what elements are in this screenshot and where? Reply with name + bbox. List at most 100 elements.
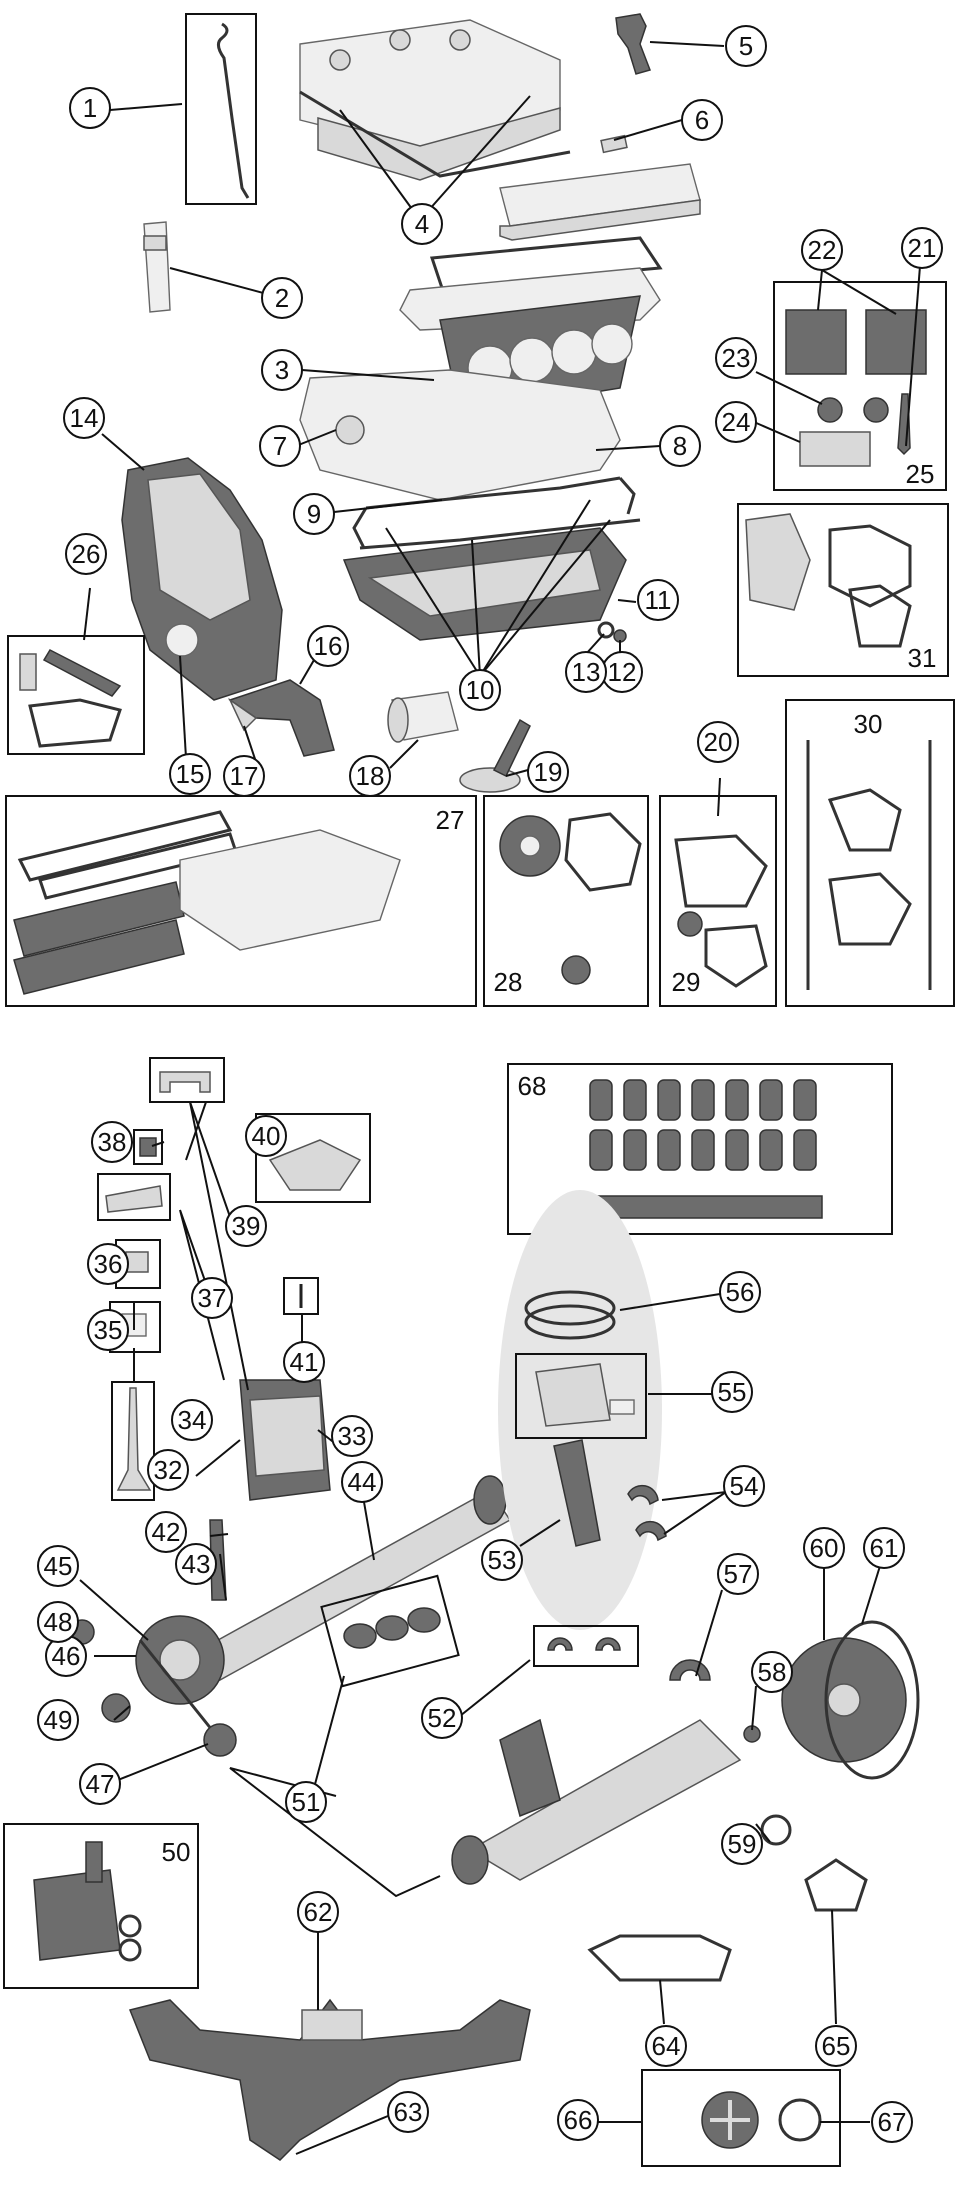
rocker-bracket bbox=[149, 1057, 225, 1103]
callout-50: 50 bbox=[162, 1837, 191, 1867]
callout-34: 34 bbox=[171, 1399, 213, 1441]
callout-circle bbox=[331, 1415, 373, 1457]
callout-42: 42 bbox=[145, 1511, 187, 1553]
flexplate bbox=[781, 1620, 920, 1780]
callout-5: 5 bbox=[725, 25, 767, 67]
motor-mount-box bbox=[773, 281, 947, 491]
callout-46: 46 bbox=[45, 1635, 87, 1677]
callout-58: 58 bbox=[751, 1651, 793, 1693]
callout-circle bbox=[175, 1543, 217, 1585]
callout-47: 47 bbox=[79, 1763, 121, 1805]
callout-number: 14 bbox=[70, 403, 99, 433]
callout-circle bbox=[349, 755, 391, 797]
valve-train-assembly bbox=[239, 1379, 331, 1501]
callout-circle bbox=[387, 2091, 429, 2133]
callout-20: 20 bbox=[697, 721, 739, 763]
callout-number: 31 bbox=[908, 643, 937, 673]
callout-number: 50 bbox=[162, 1837, 191, 1867]
throttle-body-box bbox=[641, 2069, 841, 2167]
callout-59: 59 bbox=[721, 1823, 763, 1865]
callout-circle bbox=[169, 753, 211, 795]
water-outlet-fitting bbox=[615, 13, 651, 75]
callout-circle bbox=[69, 87, 111, 129]
callout-circle bbox=[87, 1243, 129, 1285]
water-pump-kit-box bbox=[7, 635, 145, 755]
callout-number: 8 bbox=[673, 431, 687, 461]
callout-16: 16 bbox=[307, 625, 349, 667]
intake-manifold bbox=[299, 19, 571, 181]
callout-circle bbox=[37, 1699, 79, 1741]
callout-25: 25 bbox=[906, 459, 935, 489]
callout-55: 55 bbox=[711, 1371, 753, 1413]
drain-plug bbox=[597, 621, 627, 643]
callout-number: 34 bbox=[178, 1405, 207, 1435]
gasket-sealant-tube bbox=[143, 221, 171, 313]
callout-circle bbox=[65, 533, 107, 575]
callout-2: 2 bbox=[261, 277, 303, 319]
callout-number: 51 bbox=[292, 1787, 321, 1817]
callout-circle bbox=[225, 1205, 267, 1247]
callout-number: 4 bbox=[415, 209, 429, 239]
callout-number: 1 bbox=[83, 93, 97, 123]
callout-number: 12 bbox=[608, 657, 637, 687]
callout-number: 11 bbox=[645, 585, 672, 615]
valve bbox=[111, 1381, 155, 1501]
callout-24: 24 bbox=[715, 401, 757, 443]
callout-number: 32 bbox=[154, 1455, 183, 1485]
callout-circle bbox=[681, 99, 723, 141]
callout-65: 65 bbox=[815, 2025, 857, 2067]
callout-57: 57 bbox=[717, 1553, 759, 1595]
callout-circle bbox=[719, 1271, 761, 1313]
callout-61: 61 bbox=[863, 1527, 905, 1569]
callout-number: 17 bbox=[230, 761, 259, 791]
callout-51: 51 bbox=[285, 1781, 327, 1823]
callout-circle bbox=[901, 227, 943, 269]
callout-circle bbox=[801, 229, 843, 271]
callout-52: 52 bbox=[421, 1697, 463, 1739]
callout-circle bbox=[723, 1465, 765, 1507]
callout-63: 63 bbox=[387, 2091, 429, 2133]
callout-38: 38 bbox=[91, 1121, 133, 1163]
callout-number: 63 bbox=[394, 2097, 423, 2127]
callout-circle bbox=[717, 1553, 759, 1595]
callout-number: 22 bbox=[808, 235, 837, 265]
callout-33: 33 bbox=[331, 1415, 373, 1457]
callout-number: 21 bbox=[908, 233, 937, 263]
callout-19: 19 bbox=[527, 751, 569, 793]
callout-number: 44 bbox=[348, 1467, 377, 1497]
callout-circle bbox=[261, 277, 303, 319]
callout-circle bbox=[659, 425, 701, 467]
callout-43: 43 bbox=[175, 1543, 217, 1585]
callout-number: 28 bbox=[494, 967, 523, 997]
callout-circle bbox=[803, 1527, 845, 1569]
callout-number: 10 bbox=[466, 675, 495, 705]
rocker-bolt bbox=[283, 1277, 319, 1315]
callout-number: 68 bbox=[518, 1071, 547, 1101]
timing-set-box bbox=[483, 795, 649, 1007]
callout-number: 33 bbox=[338, 1421, 367, 1451]
callout-66: 66 bbox=[557, 2099, 599, 2141]
callout-number: 62 bbox=[304, 1897, 333, 1927]
callout-27: 27 bbox=[436, 805, 465, 835]
callout-circle bbox=[79, 1763, 121, 1805]
engine-block bbox=[299, 369, 621, 501]
callout-14: 14 bbox=[63, 397, 105, 439]
callout-circle bbox=[715, 337, 757, 379]
callout-1: 1 bbox=[69, 87, 111, 129]
callout-number: 45 bbox=[44, 1551, 73, 1581]
callout-40: 40 bbox=[245, 1115, 287, 1157]
callout-circle bbox=[481, 1539, 523, 1581]
callout-circle bbox=[751, 1651, 793, 1693]
callout-number: 47 bbox=[86, 1769, 115, 1799]
callout-number: 19 bbox=[534, 757, 563, 787]
piston-assembly-group bbox=[498, 1190, 667, 1630]
callout-23: 23 bbox=[715, 337, 757, 379]
callout-number: 6 bbox=[695, 105, 709, 135]
callout-number: 59 bbox=[728, 1829, 757, 1859]
callout-number: 42 bbox=[152, 1517, 181, 1547]
callout-12: 12 bbox=[601, 651, 643, 693]
callout-4: 4 bbox=[401, 203, 443, 245]
